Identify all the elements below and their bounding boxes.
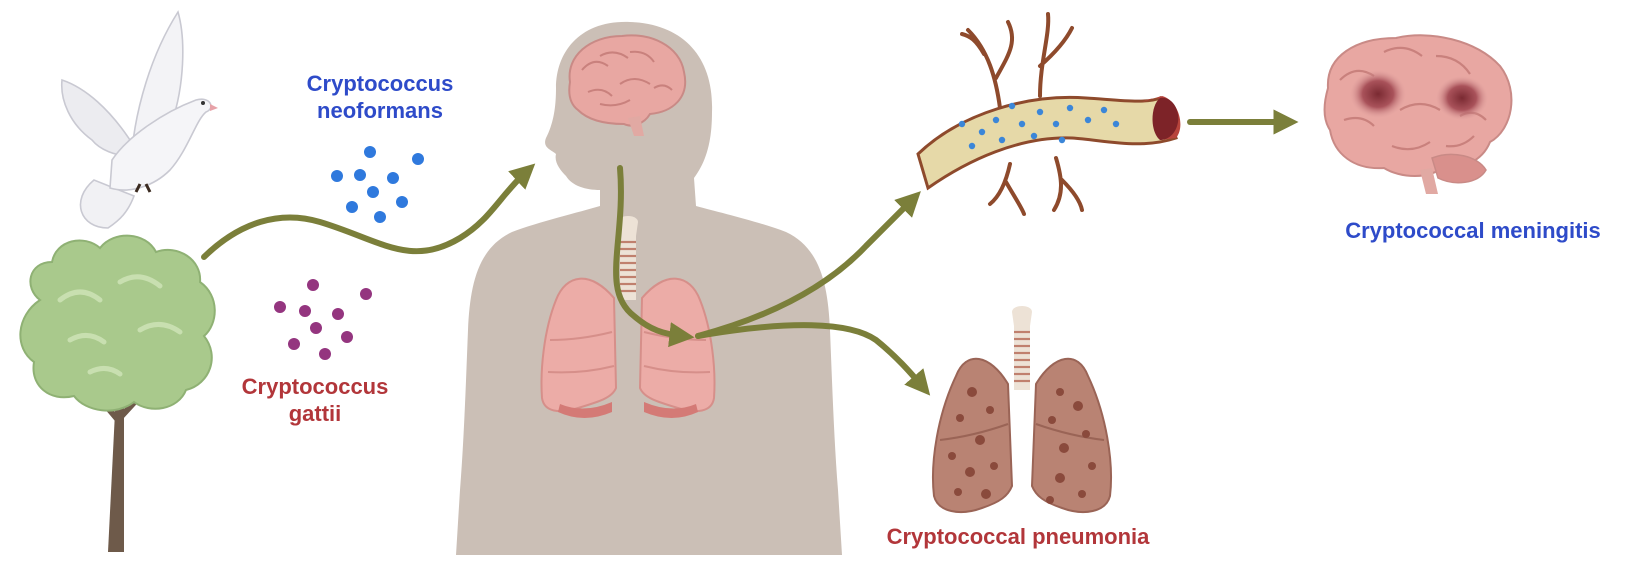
- diseased-lungs-icon: [933, 306, 1111, 512]
- pneumonia-label: Cryptococcal pneumonia: [858, 523, 1178, 550]
- arrow-environment-to-body: [204, 172, 526, 257]
- neoformans-spores: [331, 146, 424, 223]
- gattii-label: Cryptococcus gattii: [240, 373, 390, 427]
- gattii-label-line2: gattii: [240, 400, 390, 427]
- gattii-label-line1: Cryptococcus: [240, 373, 390, 400]
- gattii-spores: [274, 279, 372, 360]
- neoformans-label-line2: neoformans: [305, 97, 455, 124]
- neoformans-label: Cryptococcus neoformans: [305, 70, 455, 124]
- meningitis-label: Cryptococcal meningitis: [1298, 217, 1648, 244]
- neoformans-label-line1: Cryptococcus: [305, 70, 455, 97]
- tree-icon: [20, 236, 214, 552]
- inflamed-brain-icon: [1325, 35, 1512, 194]
- dove-icon: [62, 12, 218, 228]
- blood-vessel-icon: [918, 14, 1180, 214]
